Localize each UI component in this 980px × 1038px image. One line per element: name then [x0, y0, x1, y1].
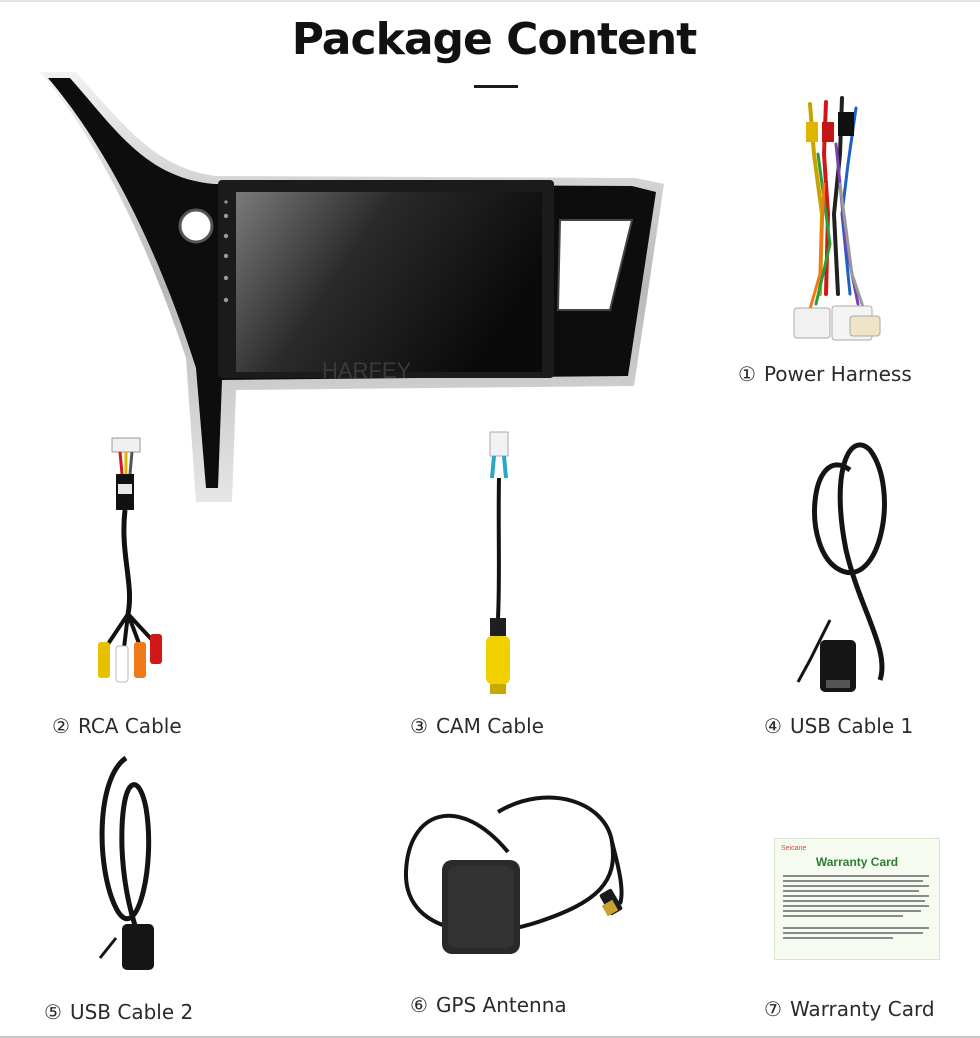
head-unit-image: HARFEY — [36, 68, 676, 510]
warranty-card-image: Seicane Warranty Card — [774, 838, 940, 960]
page-title: Package Content — [291, 14, 698, 65]
warranty-card-brand: Seicane — [781, 845, 807, 852]
warranty-card-fine-print — [783, 875, 929, 939]
title-underline — [474, 85, 518, 88]
power-harness-image — [780, 94, 890, 356]
head-unit-watermark: HARFEY — [322, 358, 412, 383]
gps-antenna-image — [398, 772, 646, 962]
bottom-divider — [0, 1036, 980, 1038]
rca-cable-image — [90, 434, 180, 692]
cam-cable-image — [470, 428, 530, 700]
usb-cable-2-image — [86, 748, 166, 974]
top-divider — [0, 0, 980, 2]
usb-cable-1-image — [790, 430, 910, 700]
warranty-card-heading: Warranty Card — [815, 855, 899, 869]
